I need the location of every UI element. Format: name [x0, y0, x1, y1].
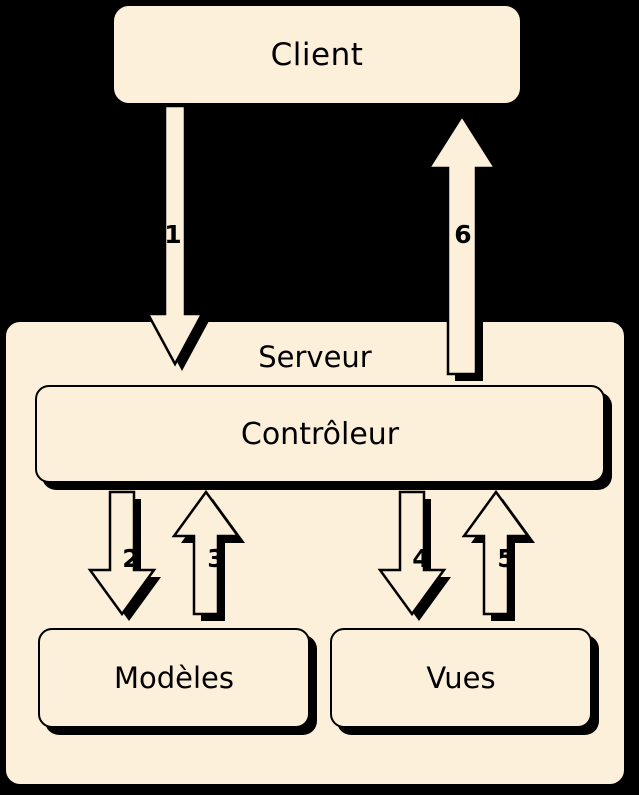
arrow-down-icon-2 [87, 490, 166, 622]
arrow-label-5: 5 [497, 544, 515, 573]
modeles-label: Modèles [113, 661, 235, 695]
controleur-label: Contrôleur [240, 416, 400, 452]
modeles-node: Modèles [38, 628, 310, 728]
vues-node: Vues [330, 628, 592, 728]
arrow-label-4: 4 [412, 544, 430, 573]
arrow-up-icon-5 [461, 489, 540, 622]
arrow-label-1: 1 [164, 220, 182, 249]
vues-label: Vues [426, 661, 496, 695]
controleur-node: Contrôleur [35, 385, 605, 483]
arrow-label-2: 2 [122, 544, 140, 573]
serveur-label: Serveur [258, 340, 372, 374]
client-node: Client [113, 5, 521, 104]
arrow-down-icon-1 [140, 104, 210, 378]
arrow-up-icon-3 [171, 489, 250, 622]
arrow-label-6: 6 [454, 220, 472, 249]
arrow-down-icon-4 [377, 490, 456, 622]
client-label: Client [270, 36, 364, 73]
arrow-up-icon-6 [425, 113, 502, 381]
arrow-label-3: 3 [207, 544, 225, 573]
